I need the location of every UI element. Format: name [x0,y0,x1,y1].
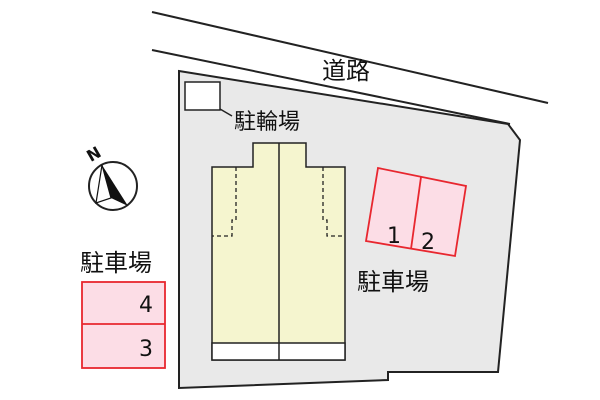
bicycle-parking-leader [219,108,233,117]
building [211,142,346,361]
compass-needle-light [95,164,112,204]
unit-left-dashed-line [212,167,237,237]
unit-right-dashed-line [322,167,345,237]
road-edge-bottom [151,49,511,125]
parking-space-4: 4 [139,293,153,318]
bicycle-parking-area [184,81,221,111]
parking-space-2: 2 [421,230,435,255]
parking-right: 1 2 [364,166,468,258]
bicycle-parking-label: 駐輪場 [234,110,300,135]
compass-north-label: N [83,143,104,166]
parking-right-label: 駐車場 [357,268,429,296]
parking-left-area [81,281,166,369]
parking-space-1: 1 [387,224,401,249]
parking-space-3: 3 [139,337,153,362]
road-edge-top [151,11,549,104]
compass-north-icon: N [83,143,138,211]
parking-right-divider [410,176,422,250]
parking-left: 4 3 [81,281,166,369]
road-label: 道路 [322,57,370,85]
parking-left-label: 駐車場 [80,249,152,277]
compass-needle-dark [102,165,128,206]
